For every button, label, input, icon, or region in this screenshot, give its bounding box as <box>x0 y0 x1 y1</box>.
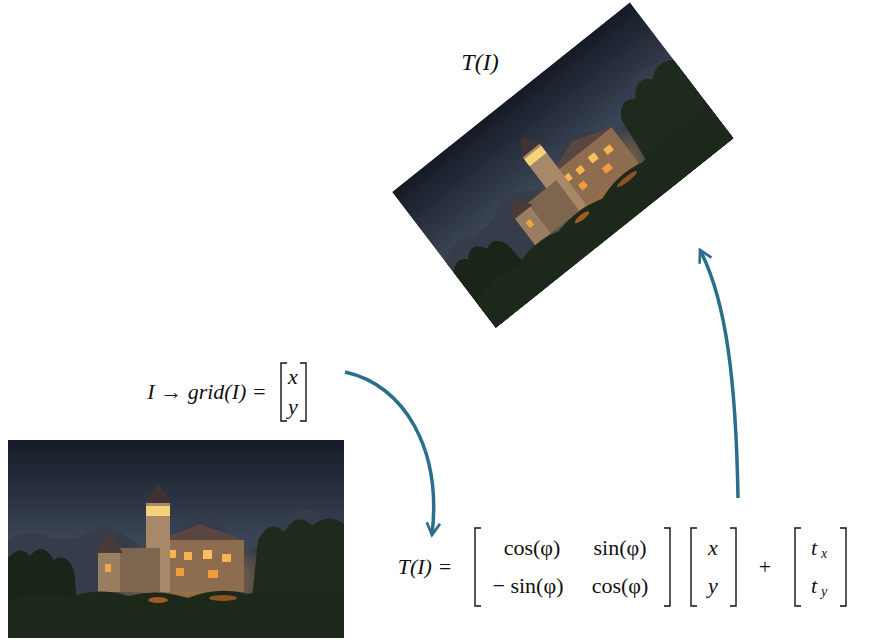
matrix-entry: x <box>288 366 298 388</box>
matrix-entry: − sin(φ) <box>493 575 564 597</box>
matrix-entry: y <box>708 575 718 597</box>
matrix-entry: x <box>708 537 718 559</box>
formula-text: T(I) = <box>398 556 453 578</box>
flow-arrow <box>700 250 738 498</box>
transformed-image <box>392 2 734 328</box>
matrix-entry: t <box>811 537 817 559</box>
original-image <box>8 440 344 638</box>
matrix-entry: sin(φ) <box>593 537 646 559</box>
plus-sign: + <box>759 556 771 578</box>
subscript: x <box>821 547 827 561</box>
image-title: T(I) <box>461 50 498 74</box>
matrix-entry: y <box>288 396 298 418</box>
matrix-brackets <box>281 363 846 606</box>
flow-arrow <box>345 372 434 535</box>
matrix-entry: cos(φ) <box>504 537 561 559</box>
formula-text: I → grid(I) = <box>147 381 266 403</box>
matrix-entry: cos(φ) <box>592 575 649 597</box>
matrix-entry: t <box>811 575 817 597</box>
subscript: y <box>821 585 827 599</box>
